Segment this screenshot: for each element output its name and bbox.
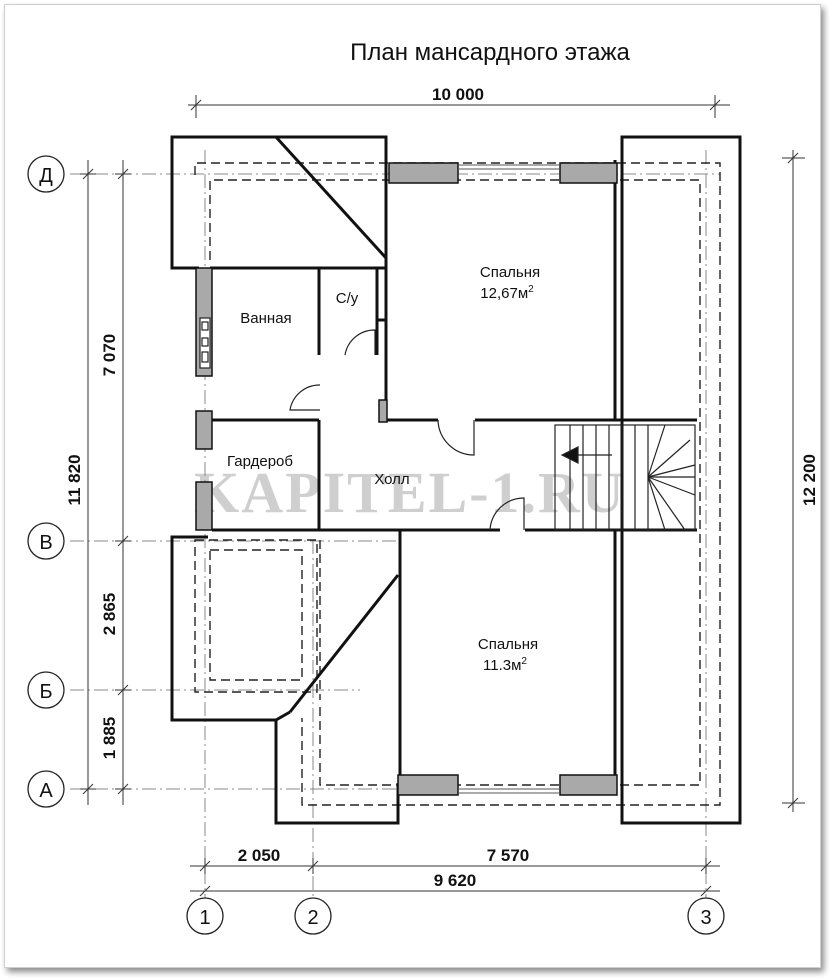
room-bedroom-top-area: 12,67м2 — [480, 284, 534, 302]
stair-arrow-icon — [560, 446, 579, 464]
axis-label-d: Д — [39, 165, 53, 187]
sink-icon — [199, 317, 211, 369]
plan-title: План мансардного этажа — [350, 39, 630, 66]
dimension-lines — [80, 95, 805, 897]
dim-b-a: 1 885 — [100, 717, 119, 760]
axis-bubble-1 — [186, 897, 224, 935]
dim-v-b: 2 865 — [100, 593, 119, 636]
roof-skylight-a — [209, 549, 303, 681]
axis-bubble-3 — [687, 897, 725, 935]
watermark: KAPITEL-1.RU — [194, 460, 626, 525]
dim-left-overall: 11 820 — [65, 454, 84, 505]
axis-label-v: В — [39, 532, 52, 554]
dim-right-overall: 12 200 — [800, 454, 819, 506]
dim-2-3: 7 570 — [487, 846, 530, 865]
roof-skylight-b — [194, 539, 318, 693]
room-bedroom-top-name: Спальня — [480, 264, 540, 281]
door-swings — [289, 329, 525, 531]
room-wardrobe-name: Гардероб — [227, 453, 293, 470]
room-wc-name: С/у — [336, 290, 359, 307]
room-bedroom-bottom-name: Спальня — [478, 636, 538, 653]
axis-label-a: А — [39, 780, 53, 802]
axis-bubbles — [27, 155, 725, 935]
axis-bubble-d — [27, 155, 65, 193]
axis-bubble-v — [27, 522, 65, 560]
axis-bubble-b — [27, 671, 65, 709]
room-hall-name: Холл — [374, 471, 409, 488]
axis-bubble-2 — [294, 897, 332, 935]
windows — [458, 164, 560, 794]
dim-top-overall: 10 000 — [432, 85, 484, 104]
room-bedroom-bottom-area: 11.3м2 — [483, 656, 527, 674]
axis-label-b: Б — [39, 681, 52, 703]
dim-bottom-overall: 9 620 — [434, 871, 477, 890]
axis-bubble-a — [27, 770, 65, 808]
axis-label-1: 1 — [199, 907, 210, 929]
staircase — [554, 424, 696, 531]
axis-label-3: 3 — [700, 907, 711, 929]
dim-d-v: 7 070 — [100, 334, 119, 377]
dim-1-2: 2 050 — [238, 846, 281, 865]
room-bathroom-name: Ванная — [240, 310, 291, 327]
axis-label-2: 2 — [307, 907, 318, 929]
